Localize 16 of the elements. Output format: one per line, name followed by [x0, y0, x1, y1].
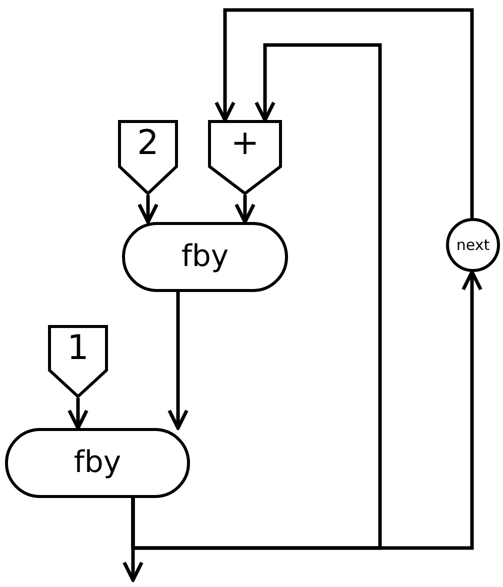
- node-label: fby: [74, 448, 122, 478]
- node-label: 2: [137, 126, 159, 160]
- node-label: 1: [67, 330, 89, 365]
- operator-circle: [446, 218, 500, 272]
- input-pentagon: [208, 120, 282, 195]
- arrow: [234, 195, 256, 224]
- arrow: [131, 270, 482, 550]
- input-pentagon: [118, 120, 178, 195]
- arrow: [68, 398, 88, 430]
- node-label: +: [230, 126, 260, 160]
- node-label: next: [456, 238, 490, 252]
- arrow: [138, 195, 158, 224]
- input-pentagon: [48, 325, 108, 398]
- arrow: [214, 8, 474, 218]
- arrow: [168, 292, 188, 430]
- node-label: fby: [181, 242, 229, 272]
